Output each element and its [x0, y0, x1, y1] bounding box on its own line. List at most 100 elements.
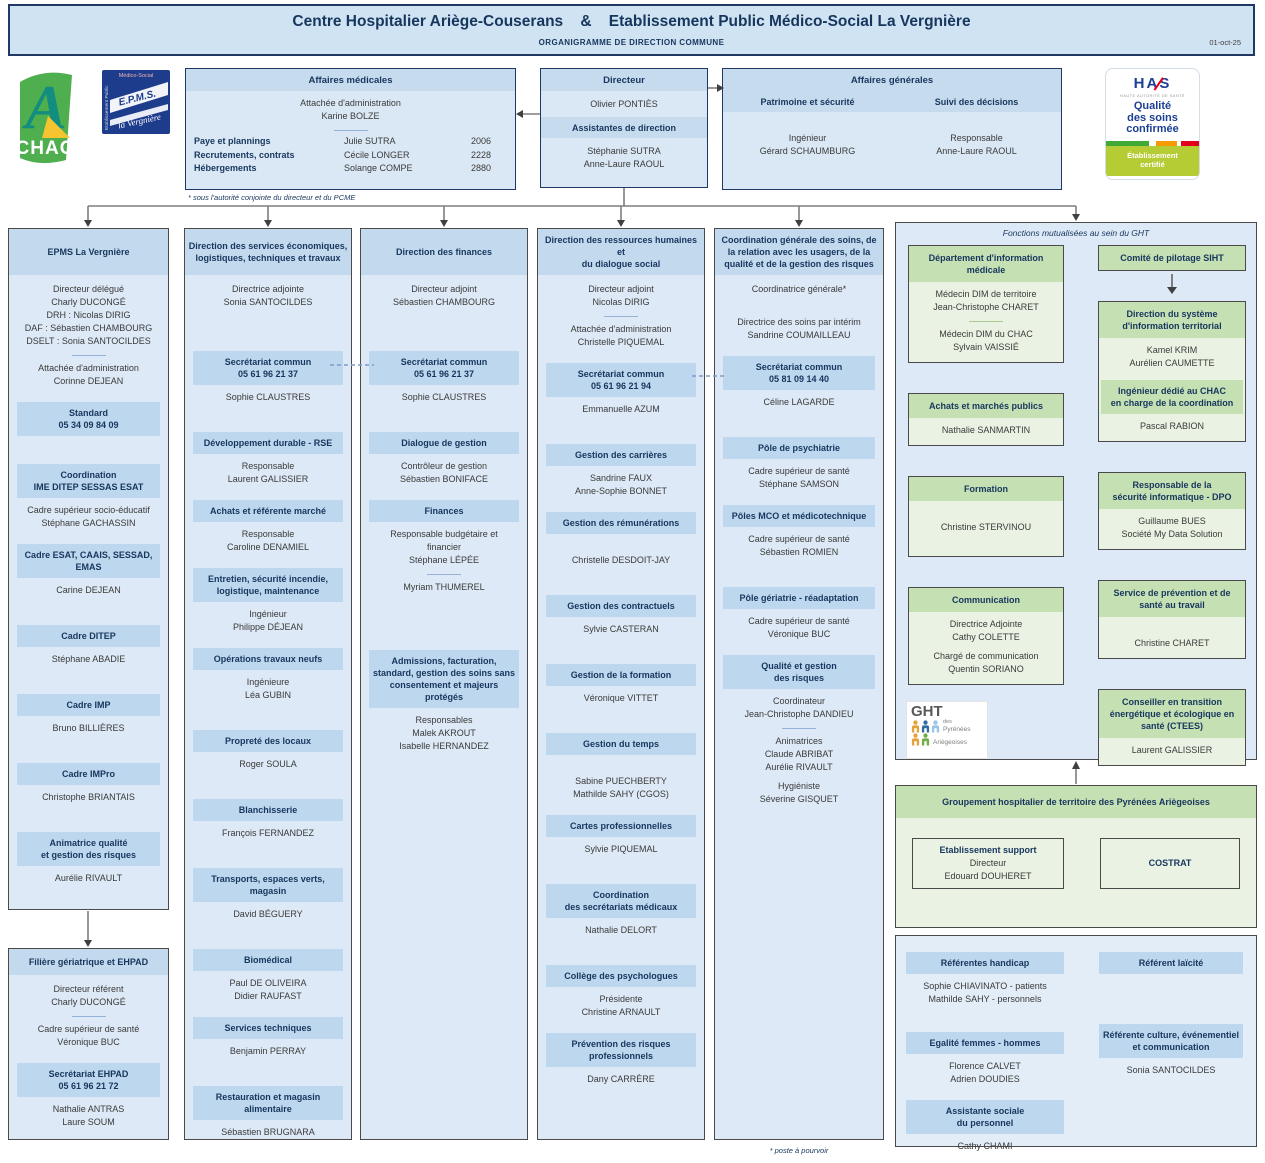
unit-title-box: Cadre DITEP — [17, 625, 160, 647]
unit-title-line: et communication — [1132, 1042, 1210, 1052]
unit-title-line: Pôle gériatrie - réadaptation — [739, 593, 859, 603]
divider — [71, 355, 106, 356]
affaires-generales-body: Ingénieur Gérard SCHAUMBURG Responsable … — [723, 112, 1061, 158]
staff-line: Nathalie SANMARTIN — [941, 425, 1031, 435]
unit-title-box: Cartes professionnelles — [546, 815, 696, 837]
svg-text:Etablissement Public: Etablissement Public — [104, 85, 110, 130]
unit-title-line: Cadre DITEP — [61, 631, 116, 641]
spacer — [361, 309, 527, 323]
spacer — [715, 409, 883, 423]
unit-title-box: Gestion des rémunérations — [546, 512, 696, 534]
staff-line: Directrice adjointe — [231, 284, 305, 294]
staff-line: Animatrices — [775, 736, 823, 746]
unit-title-line: Achats et référente marché — [209, 506, 327, 516]
unit-title-line: Dialogue de gestion — [401, 438, 487, 448]
unit-title-line: Animatrice qualité — [49, 838, 128, 848]
affaires-medicales-box: Affaires médicales Attachée d'administra… — [185, 68, 516, 190]
staff-text: Sébastien BRUGNARA — [189, 1126, 347, 1139]
ght-word-des: des — [943, 719, 952, 725]
unit-title-line: Cadre ESAT, CAAIS, SESSAD, — [24, 550, 153, 560]
panel-caption: Fonctions mutualisées au sein du GHT — [1002, 228, 1150, 238]
has-badge-line: Établissement — [1127, 150, 1178, 160]
staff-line: Christelle PIQUEMAL — [577, 337, 665, 347]
divider — [782, 728, 816, 729]
spacer — [361, 622, 527, 636]
unit-title-line: des risques — [773, 673, 825, 683]
unit-title-line: Propreté des locaux — [224, 736, 312, 746]
staff-line: Directeur délégué — [52, 284, 125, 294]
staff-line: Hygiéniste — [777, 781, 821, 791]
has-tag-line: Qualité — [1133, 100, 1172, 112]
spacer — [538, 755, 704, 769]
unit-title-box: Pôles MCO et médicotechnique — [723, 505, 875, 527]
ght-acronym: GHT — [911, 703, 943, 720]
ght-card-title-line: Comité de pilotage SIHT — [1120, 253, 1224, 263]
ght-card-body: Nathalie SANMARTIN — [909, 424, 1063, 445]
staff-line: Dany CARRÈRE — [587, 1074, 655, 1084]
unit-title-box: Collège des psychologues — [546, 965, 696, 987]
person-icon — [931, 720, 940, 733]
unit-title-line: Egalité femmes - hommes — [929, 1038, 1041, 1048]
ght-card-title-line: Conseiller en transition — [1121, 697, 1223, 707]
staff-line: Laurent GALISSIER — [1131, 745, 1213, 755]
staff-line: Cadre supérieur de santé — [748, 466, 850, 476]
unit-title-box: Propreté des locaux — [193, 730, 343, 752]
spacer — [715, 296, 883, 310]
unit-title-line: en charge de la coordination — [1110, 398, 1234, 408]
staff-line: Nathalie DELORT — [585, 925, 657, 935]
ght-card-title-line: Communication — [951, 595, 1020, 605]
staff-line: Charly DUCONGÉ — [51, 997, 126, 1007]
staff-text: François FERNANDEZ — [189, 827, 347, 840]
staff-line: Sophie CLAUSTRES — [401, 392, 487, 402]
staff-line: Cadre supérieur de santé — [37, 1024, 140, 1034]
unit-title-line: Restauration et magasin — [215, 1092, 321, 1102]
spacer — [1101, 617, 1243, 631]
ght-logo: GHT des Pyrénées Ariègeoises — [906, 701, 988, 759]
staff-line: Mathilde SAHY - personnels — [928, 994, 1042, 1004]
staff-line: Sébastien BRUGNARA — [221, 1127, 315, 1137]
divider — [427, 574, 461, 575]
has-tagline: Qualité des soins confirmée — [1106, 100, 1199, 136]
staff-line: Sébastien BONIFACE — [399, 474, 489, 484]
spacer — [9, 597, 168, 611]
staff-line: Cadre supérieur de santé — [748, 616, 850, 626]
service-label: Paye et plannings — [194, 136, 271, 146]
unit-title-box: Transports, espaces verts,magasin — [193, 868, 343, 902]
staff-line: Véronique BUC — [57, 1037, 120, 1047]
unit-title-line: Secrétariat commun — [224, 357, 312, 367]
staff-role: Attachée d'administration — [300, 98, 401, 108]
unit-title-line: Secrétariat commun — [400, 357, 488, 367]
affaires-generales-title: Affaires générales — [723, 69, 1061, 91]
unit-title-line: EMAS — [75, 562, 102, 572]
staff-line: Bruno BILLIÈRES — [52, 723, 125, 733]
ght-functions-panel: Fonctions mutualisées au sein du GHT Dép… — [895, 222, 1257, 766]
staff-line: Directrice des soins par intérim — [737, 317, 861, 327]
staff-line: Sonia SANTOCILDES — [223, 297, 313, 307]
staff-line: Claude ABRIBAT — [764, 749, 834, 759]
unit-title-box: Gestion des contractuels — [546, 595, 696, 617]
unit-title-box: Référentes handicap — [906, 952, 1064, 974]
unit-title-line: Biomédical — [243, 955, 292, 965]
staff-text: Roger SOULA — [189, 758, 347, 771]
unit-title-line: Collège des psychologues — [564, 971, 678, 981]
staff-line: Médecin DIM du CHAC — [939, 329, 1033, 339]
